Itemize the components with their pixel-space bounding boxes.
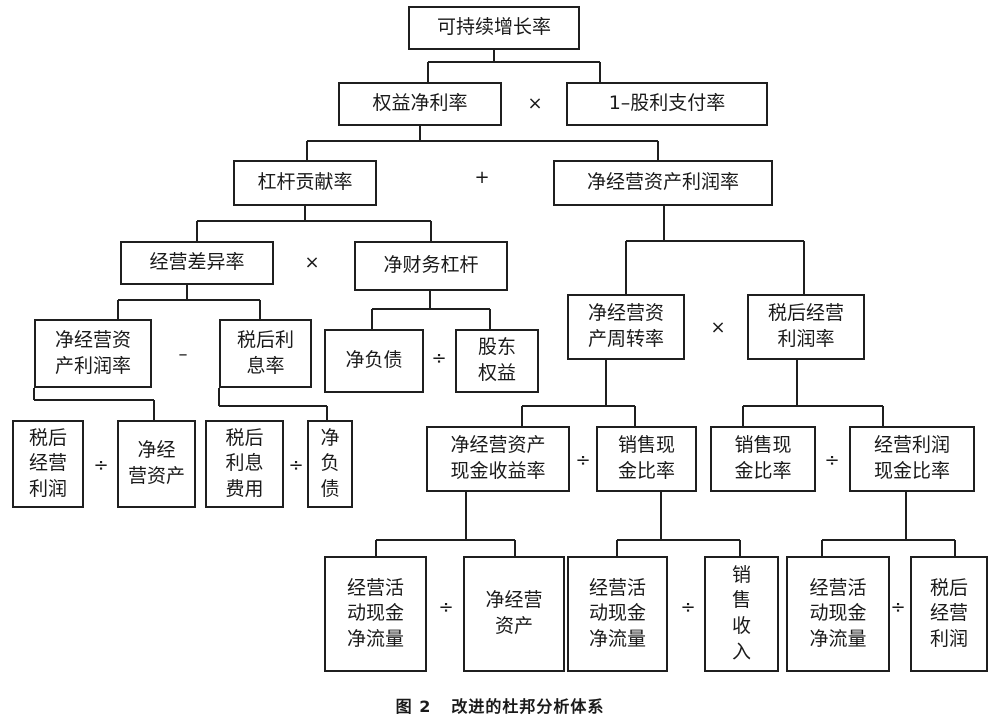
node-operating-cash-flow-2: 经营活 动现金 净流量	[567, 556, 668, 672]
node-net-operating-asset-margin: 净经营资产利润率	[553, 160, 773, 206]
operator-minus: –	[178, 344, 188, 365]
figure-number: 图 2	[395, 697, 432, 716]
operator-times: ×	[527, 93, 543, 114]
node-shareholders-equity: 股东 权益	[455, 329, 539, 393]
operator-times: ×	[304, 252, 320, 273]
node-operating-cash-flow-3: 经营活 动现金 净流量	[786, 556, 890, 672]
figure-title: 改进的杜邦分析体系	[451, 697, 605, 716]
node-noa-cash-return: 净经营资产 现金收益率	[426, 426, 570, 492]
node-sustainable-growth-rate: 可持续增长率	[408, 6, 580, 50]
node-net-operating-asset-turnover: 净经营资 产周转率	[567, 294, 685, 360]
operator-divide: ÷	[438, 597, 454, 618]
operator-plus: +	[474, 167, 490, 188]
operator-divide: ÷	[890, 597, 906, 618]
node-net-operating-asset-margin-left: 净经营资 产利润率	[34, 319, 152, 388]
node-sales-cash-ratio: 销售现 金比率	[596, 426, 697, 492]
node-after-tax-interest-rate: 税后利 息率	[219, 319, 312, 388]
operator-divide: ÷	[93, 455, 109, 476]
figure-caption: 图 2 改进的杜邦分析体系	[0, 693, 1000, 717]
operator-divide: ÷	[575, 450, 591, 471]
node-net-debt: 净负债	[324, 329, 424, 393]
node-operating-cash-flow: 经营活 动现金 净流量	[324, 556, 427, 672]
node-net-debt-vertical: 净 负 债	[307, 420, 353, 508]
node-net-operating-assets-bottom: 净经营 资产	[463, 556, 565, 672]
node-net-operating-assets: 净经 营资产	[117, 420, 196, 508]
node-after-tax-interest-expense: 税后 利息 费用	[205, 420, 284, 508]
operator-divide: ÷	[288, 455, 304, 476]
node-sales-revenue: 销 售 收 入	[704, 556, 779, 672]
node-after-tax-operating-margin: 税后经营 利润率	[747, 294, 865, 360]
node-after-tax-operating-profit-bottom: 税后 经营 利润	[910, 556, 988, 672]
operator-divide: ÷	[431, 348, 447, 369]
node-sales-cash-ratio-right: 销售现 金比率	[710, 426, 816, 492]
node-after-tax-operating-profit: 税后 经营 利润	[12, 420, 84, 508]
node-net-financial-leverage: 净财务杠杆	[354, 241, 508, 291]
node-return-on-equity: 权益净利率	[338, 82, 502, 126]
operator-times: ×	[710, 317, 726, 338]
node-one-minus-payout-ratio: 1–股利支付率	[566, 82, 768, 126]
node-operating-profit-cash-ratio: 经营利润 现金比率	[849, 426, 975, 492]
operator-divide: ÷	[680, 597, 696, 618]
node-leverage-contribution: 杠杆贡献率	[233, 160, 377, 206]
node-operating-spread: 经营差异率	[120, 241, 274, 285]
operator-divide: ÷	[824, 450, 840, 471]
